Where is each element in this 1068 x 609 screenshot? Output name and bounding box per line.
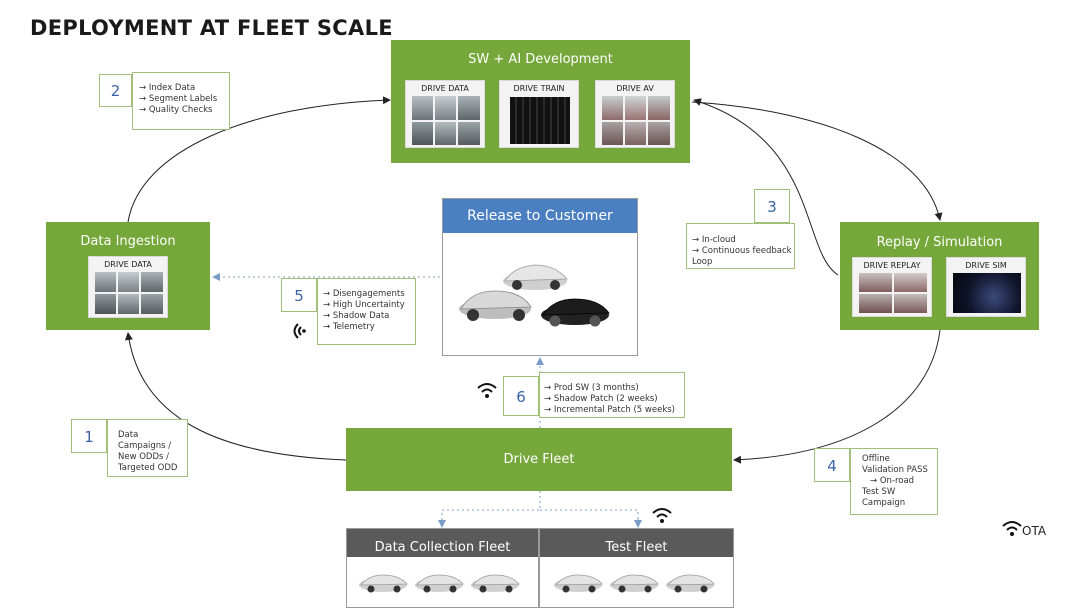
road-thumbnail (625, 122, 646, 145)
road-thumbnail (625, 96, 646, 120)
arrow-replay-to-fleet (733, 329, 941, 464)
road-thumbnail (435, 96, 456, 120)
server-rack-image (510, 97, 570, 144)
cars-illustration (459, 264, 610, 327)
release-to-customer-box[interactable]: Release to Customer (442, 198, 638, 356)
panel-drive-data: DRIVE DATA (405, 80, 485, 148)
step-5-note: → Disengagements → High Uncertainty → Sh… (317, 278, 416, 345)
fleet-cars (554, 574, 715, 593)
panel-label: DRIVE SIM (965, 261, 1007, 270)
panel-drive-train: DRIVE TRAIN (499, 80, 579, 148)
page-title: DEPLOYMENT AT FLEET SCALE (30, 16, 393, 40)
panel-label: DRIVE DATA (421, 84, 469, 93)
sw-dev-box[interactable]: SW + AI Development DRIVE DATA DRIVE TRA… (391, 40, 690, 163)
step-5-number: 5 (281, 278, 317, 312)
road-thumbnail (412, 96, 433, 120)
wifi-icon (1002, 521, 1022, 536)
road-thumbnail (648, 96, 670, 120)
wifi-icon (477, 383, 497, 398)
arrow-sw-to-replay (691, 101, 943, 221)
panel-drive-replay: DRIVE REPLAY (852, 257, 932, 317)
road-thumbnail (95, 294, 116, 314)
arrow-replay-feedback-to-sw (693, 98, 839, 276)
drive-fleet-title: Drive Fleet (503, 452, 575, 467)
step-1-note: Data Campaigns / New ODDs / Targeted ODD (107, 419, 188, 477)
panel-label: DRIVE DATA (104, 260, 152, 269)
road-thumbnail (412, 122, 433, 145)
sw-dev-title: SW + AI Development (468, 52, 613, 67)
fleet-cars (359, 574, 520, 593)
car-icon (541, 298, 610, 327)
arrow-fleet-to-ingestion (125, 332, 347, 461)
test-fleet-box[interactable]: Test Fleet (539, 528, 734, 608)
replay-simulation-box[interactable]: Replay / Simulation DRIVE REPLAY DRIVE S… (840, 222, 1039, 330)
data-ingestion-box[interactable]: Data Ingestion DRIVE DATA (46, 222, 210, 330)
ota-label: OTA (1022, 524, 1047, 538)
road-thumbnail (894, 273, 927, 292)
panel-label: DRIVE AV (616, 84, 654, 93)
panel-label: DRIVE REPLAY (863, 261, 921, 270)
arrow-fleet-to-subfleets (441, 491, 639, 526)
data-ingestion-title: Data Ingestion (80, 234, 176, 249)
wifi-icon (652, 508, 672, 523)
car-icon (471, 574, 520, 593)
road-thumbnail (602, 122, 623, 145)
step-6-number: 6 (503, 376, 539, 416)
step-6-note: → Prod SW (3 months) → Shadow Patch (2 w… (539, 372, 685, 418)
wifi-icon (293, 323, 306, 339)
replay-simulation-title: Replay / Simulation (876, 235, 1003, 250)
car-icon (459, 290, 532, 321)
car-icon (666, 574, 715, 593)
road-thumbnail (118, 294, 139, 314)
step-1-number: 1 (71, 419, 107, 453)
data-collection-fleet-box[interactable]: Data Collection Fleet (346, 528, 539, 608)
car-icon (415, 574, 464, 593)
test-fleet-title: Test Fleet (540, 529, 733, 557)
car-icon (554, 574, 603, 593)
road-thumbnail (435, 122, 456, 145)
step-2-note: → Index Data → Segment Labels → Quality … (132, 72, 230, 130)
step-4-number: 4 (814, 448, 850, 482)
step-3-number: 3 (754, 189, 790, 223)
release-title: Release to Customer (443, 199, 637, 233)
road-thumbnail (118, 272, 139, 292)
road-thumbnail (859, 294, 892, 313)
road-thumbnail (894, 294, 927, 313)
road-thumbnail (95, 272, 116, 292)
panel-drive-av: DRIVE AV (595, 80, 675, 148)
road-thumbnail (859, 273, 892, 292)
road-thumbnail (458, 122, 480, 145)
panel-label: DRIVE TRAIN (513, 84, 565, 93)
car-icon (610, 574, 659, 593)
road-thumbnail (458, 96, 480, 120)
drive-fleet-box[interactable]: Drive Fleet (346, 428, 732, 491)
step-4-note: Offline Validation PASS → On-road Test S… (850, 448, 938, 515)
panel-drive-sim: DRIVE SIM (946, 257, 1026, 317)
road-thumbnail (141, 294, 163, 314)
arrow-ingestion-to-sw (127, 96, 391, 223)
road-thumbnail (602, 96, 623, 120)
road-thumbnail (648, 122, 670, 145)
night-sim-image (953, 273, 1021, 313)
data-collection-fleet-title: Data Collection Fleet (347, 529, 538, 557)
car-icon (503, 264, 568, 290)
step-3-note: → In-cloud → Continuous feedback Loop (686, 223, 795, 269)
car-icon (359, 574, 408, 593)
road-thumbnail (141, 272, 163, 292)
panel-ingestion-drive-data: DRIVE DATA (88, 256, 168, 318)
step-2-number: 2 (99, 74, 132, 107)
